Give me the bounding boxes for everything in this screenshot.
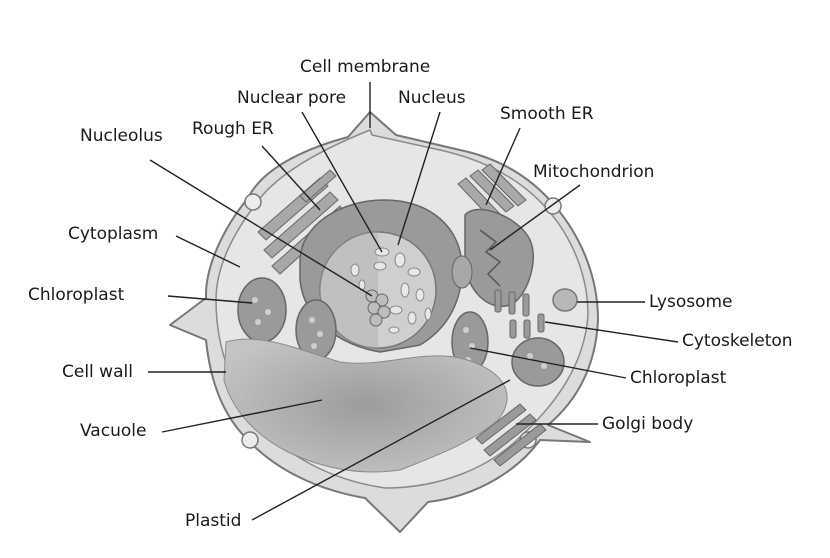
leader-smooth-er: [485, 127, 521, 206]
leader-nuclear-pore: [301, 111, 383, 253]
leader-vacuole: [161, 399, 323, 433]
leader-cytoskeleton: [544, 321, 679, 343]
label-mitochondrion: Mitochondrion: [533, 162, 655, 182]
label-nuclear-pore: Nuclear pore: [237, 88, 347, 108]
leader-mitochondrion: [489, 184, 581, 251]
label-cytoskeleton: Cytoskeleton: [682, 331, 793, 351]
leader-chloroplast-right: [469, 347, 627, 379]
leader-plastid: [251, 379, 511, 521]
leader-cytoplasm: [175, 235, 241, 268]
leader-nucleus: [397, 111, 441, 246]
label-cell-wall: Cell wall: [62, 362, 133, 382]
label-vacuole: Vacuole: [80, 421, 147, 441]
wall-pore: [241, 431, 259, 449]
vacuole-shape: [223, 338, 508, 473]
wall-pore: [244, 193, 262, 211]
label-cytoplasm: Cytoplasm: [68, 224, 159, 244]
label-smooth-er: Smooth ER: [500, 104, 594, 124]
vesicle-shape: [451, 255, 473, 289]
label-chloroplast-left: Chloroplast: [28, 285, 125, 305]
label-plastid: Plastid: [185, 511, 242, 531]
cytoskeleton-shape: [494, 289, 545, 339]
leader-chloroplast-left: [167, 295, 253, 304]
label-lysosome: Lysosome: [649, 292, 733, 312]
leader-rough-er: [261, 145, 321, 211]
leader-lines: [148, 82, 679, 521]
label-nucleus: Nucleus: [398, 88, 466, 108]
label-rough-er: Rough ER: [192, 119, 274, 139]
lysosome-shape: [552, 288, 578, 312]
label-nucleolus: Nucleolus: [80, 126, 163, 146]
label-chloroplast-right: Chloroplast: [630, 368, 727, 388]
mitochondrion-shape: [464, 208, 534, 308]
label-cell-membrane: Cell membrane: [300, 57, 431, 77]
label-golgi-body: Golgi body: [602, 414, 694, 434]
plastid-shape: [511, 337, 565, 387]
leader-nucleolus: [149, 159, 373, 297]
chloroplast-left-shape: [237, 277, 287, 343]
